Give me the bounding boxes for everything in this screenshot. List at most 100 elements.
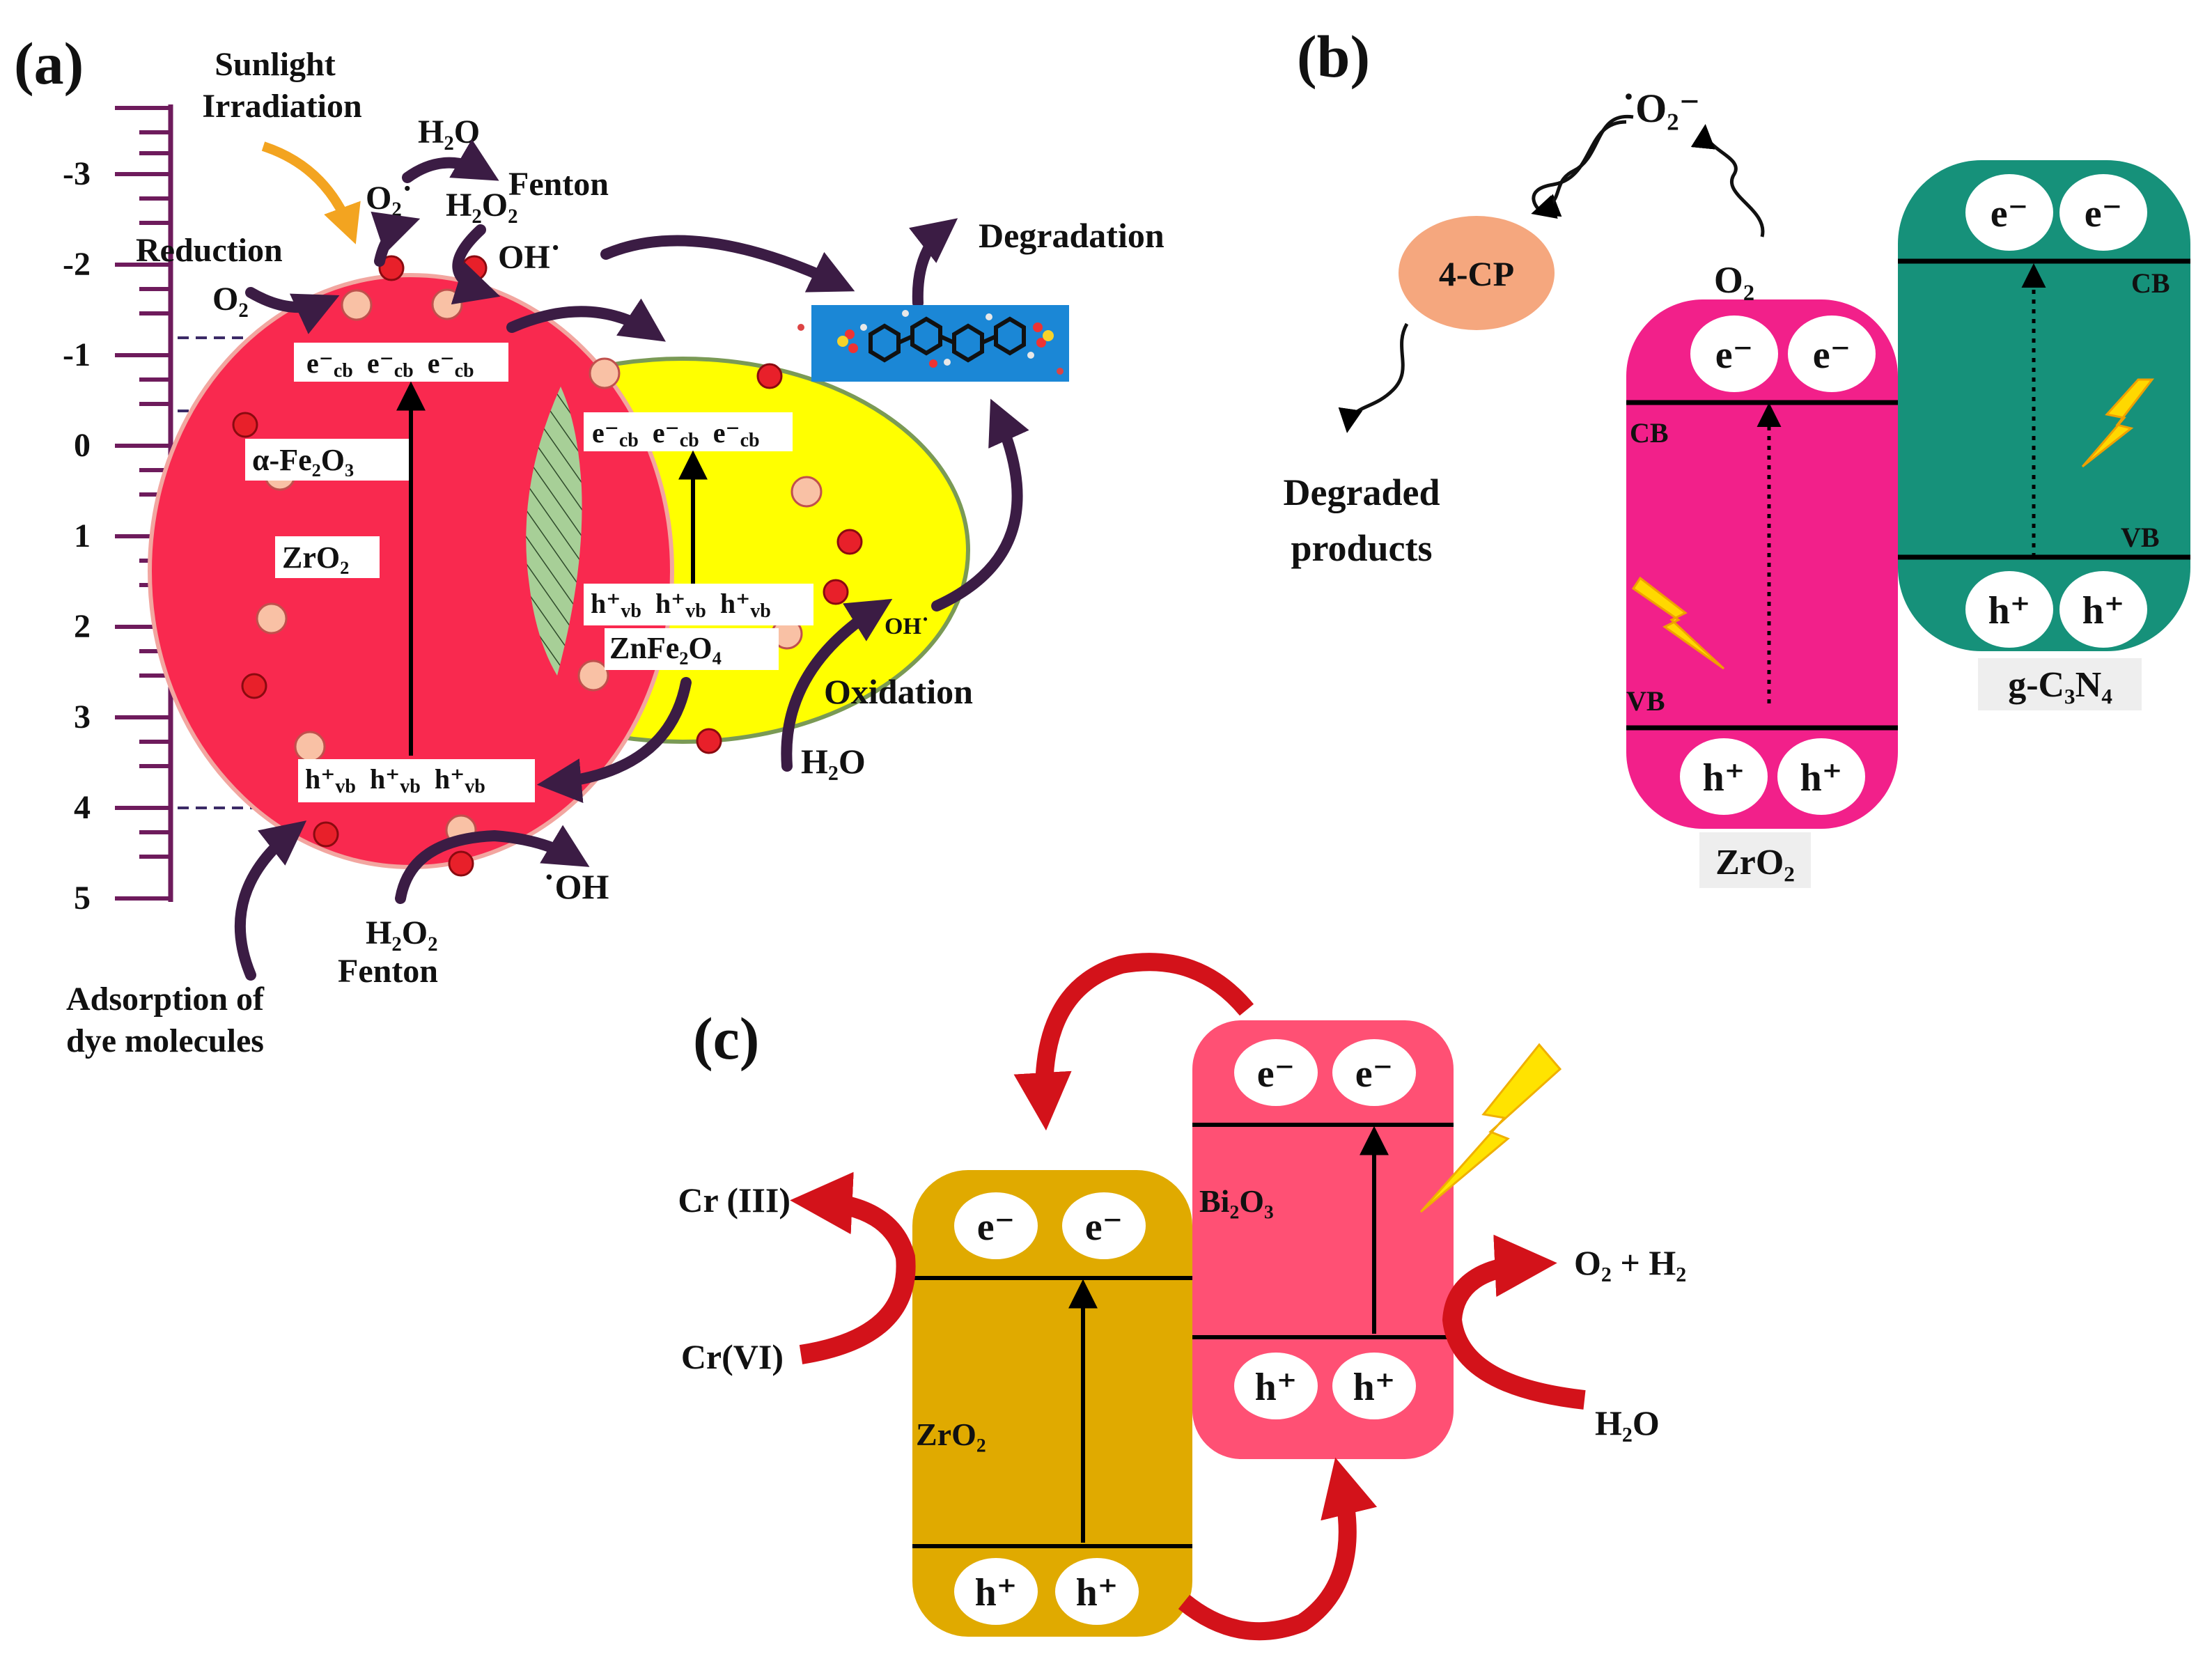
o2-label: O₂ — [212, 281, 249, 318]
panel-c-label: (c) — [693, 1005, 759, 1072]
fe2o3-label-box — [245, 439, 412, 481]
electron-label: e⁻ — [1085, 1206, 1123, 1249]
hole-label: h⁺ — [1076, 1571, 1119, 1614]
hole-bubble — [1680, 738, 1768, 815]
reaction-arrows-a — [234, 139, 1029, 981]
electron-bubble — [1965, 174, 2053, 251]
h2o-top-label: H₂O — [418, 114, 480, 150]
zro2-label: ZrO₂ — [282, 540, 349, 575]
superoxide-radical-label: ˙O₂⁻ — [1622, 86, 1700, 131]
electron-label: e⁻ — [2085, 192, 2122, 235]
zro2-label-c: ZrO₂ — [916, 1417, 986, 1452]
charge-transfer-arrows — [790, 953, 1586, 1641]
oh-radical-bottom-label: ˙OH — [543, 867, 609, 906]
oxidation-label: Oxidation — [824, 672, 973, 711]
cb-electrons-box-right — [584, 412, 793, 451]
four-cp-label: 4-CP — [1439, 254, 1514, 293]
adsorption-label-line1: Adsorption of — [66, 981, 265, 1018]
oh-radical-top-label: OH˙ — [498, 239, 561, 276]
gc3n4-label: g-C₃N₄ — [2008, 665, 2112, 705]
hole-label: h⁺ — [2082, 589, 2125, 632]
four-cp-molecule — [1399, 216, 1555, 330]
zro2-block-b — [1626, 299, 1898, 829]
zro2-label-box-b — [1699, 832, 1811, 888]
panel-c: (c) e⁻ e⁻ h⁺ h⁺ Bi₂O₃ e⁻ e⁻ h⁺ h⁺ ZrO₂ — [678, 953, 1686, 1641]
fe2o3-label: α-Fe₂O₃ — [252, 443, 354, 477]
vb-holes-right: h⁺vb h⁺vb h⁺vb — [591, 588, 771, 623]
hole-label: h⁺ — [1353, 1366, 1396, 1409]
axis-tick-label: 3 — [74, 699, 91, 735]
degraded-label-line2: products — [1291, 527, 1432, 569]
o2-h2-label: O₂ + H₂ — [1574, 1243, 1686, 1282]
axis-tick-label: 0 — [74, 427, 91, 464]
gc3n4-block — [1898, 160, 2190, 651]
degraded-label-line1: Degraded — [1284, 472, 1440, 513]
cb-electrons-right: e⁻cb e⁻cb e⁻cb — [592, 417, 760, 453]
electron-bubble — [1062, 1192, 1146, 1259]
axis-tick-label: 4 — [74, 789, 91, 826]
electron-bubble — [954, 1192, 1038, 1259]
hole-bubble — [1777, 738, 1865, 815]
panel-b-label: (b) — [1297, 23, 1370, 90]
vb-holes-box-left — [298, 759, 535, 802]
electron-label: e⁻ — [977, 1206, 1015, 1249]
axis-tick-label: -3 — [63, 155, 91, 192]
electron-label: e⁻ — [1257, 1052, 1295, 1096]
panel-a-label: (a) — [14, 30, 84, 97]
superoxide-label: O₂˙ — [366, 180, 413, 217]
hole-bubble — [1234, 1353, 1318, 1419]
panel-b: (b) e⁻ e⁻ h⁺ h⁺ CB VB g-C₃N₄ e⁻ e⁻ h⁺ h⁺… — [1284, 23, 2190, 888]
hole-label: h⁺ — [1703, 756, 1745, 800]
o2-label-b: O₂ — [1714, 259, 1754, 301]
electron-bubble — [1690, 315, 1778, 392]
fenton-top-label: Fenton — [508, 166, 609, 203]
gc3n4-label-box — [1978, 658, 2142, 710]
hole-bubble — [2059, 571, 2147, 648]
hole-label: h⁺ — [1988, 589, 2031, 632]
fenton-bottom-label: Fenton — [338, 953, 438, 990]
degradation-label: Degradation — [979, 216, 1165, 255]
electron-label: e⁻ — [1991, 192, 2028, 235]
zro2-vb-label: VB — [1626, 685, 1665, 717]
lightning-icon — [2081, 378, 2155, 468]
bi2o3-label: Bi₂O₃ — [1199, 1183, 1274, 1219]
adsorption-label-line2: dye molecules — [66, 1022, 264, 1059]
axis-tick-label: -1 — [63, 336, 91, 373]
panel-a: (a) -3 -2 -1 0 1 2 — [14, 30, 1165, 1059]
lightning-icon — [1631, 576, 1725, 670]
axis-tick-label: 1 — [74, 517, 91, 554]
h2o-label-c: H₂O — [1595, 1403, 1660, 1442]
lightning-icon — [1419, 1043, 1562, 1213]
energy-axis: -3 -2 -1 0 1 2 3 4 5 — [63, 104, 173, 917]
hole-label: h⁺ — [975, 1571, 1018, 1614]
hole-bubble — [1965, 571, 2053, 648]
reduction-label: Reduction — [136, 232, 283, 269]
electron-bubble — [1788, 315, 1876, 392]
electron-label: e⁻ — [1813, 334, 1851, 377]
dye-molecule-image — [797, 305, 1069, 382]
electron-bubble — [1234, 1039, 1318, 1106]
electron-label: e⁻ — [1715, 334, 1753, 377]
h2o-right-label: H₂O — [801, 742, 866, 781]
hole-bubble — [1055, 1558, 1139, 1625]
oh-radical-right-label: OH˙ — [885, 614, 929, 639]
heterojunction-interface — [526, 387, 582, 676]
cb-electrons-box-left — [294, 343, 508, 382]
electron-label: e⁻ — [1355, 1052, 1393, 1096]
sunlight-label: Sunlight — [215, 46, 335, 83]
axis-tick-label: 5 — [74, 880, 91, 917]
h2o2-bottom-label: H₂O₂ — [366, 914, 437, 951]
axis-tick-label: -2 — [63, 246, 91, 283]
hole-bubble — [954, 1558, 1038, 1625]
reaction-arrows-b-visible — [1338, 114, 1765, 433]
hole-label: h⁺ — [1800, 756, 1843, 800]
axis-tick-label: 2 — [74, 608, 91, 645]
vb-holes-box-right — [584, 584, 813, 625]
electron-bubble — [1332, 1039, 1416, 1106]
hole-label: h⁺ — [1255, 1366, 1298, 1409]
irradiation-label: Irradiation — [202, 88, 361, 125]
gc3n4-cb-label: CB — [2131, 267, 2170, 299]
vb-holes-left: h⁺vb h⁺vb h⁺vb — [305, 763, 485, 799]
hole-bubble — [1332, 1353, 1416, 1419]
